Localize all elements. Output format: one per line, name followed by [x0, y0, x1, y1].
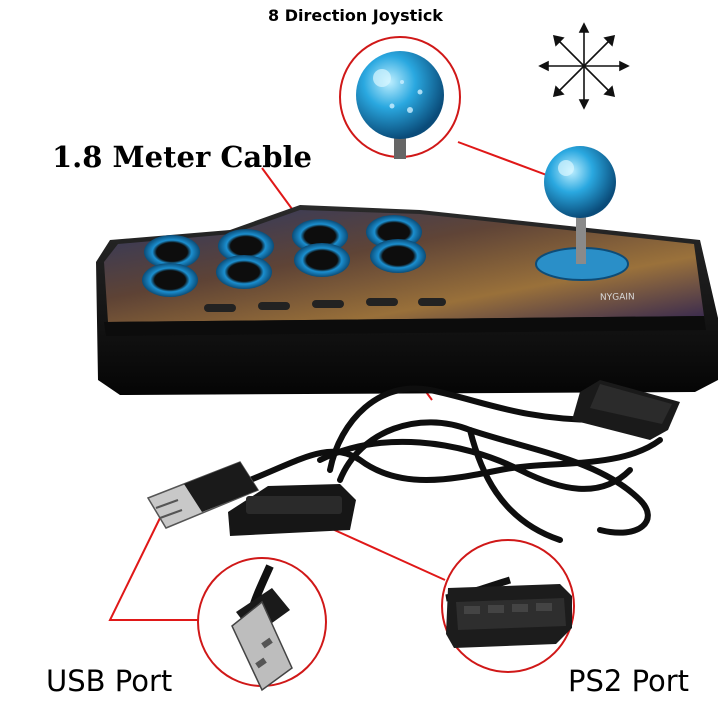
ps2-closeup-circle	[441, 539, 575, 673]
usb-port-label: USB Port	[46, 664, 173, 698]
joystick-label: 8 Direction Joystick	[268, 6, 443, 25]
cable-label: 1.8 Meter Cable	[52, 140, 312, 174]
case-print: NYGAIN	[600, 292, 635, 303]
ps2-connector-small	[572, 380, 680, 440]
joystick-closeup-circle	[339, 36, 461, 159]
action-buttons	[142, 215, 446, 312]
usb-plug	[146, 461, 260, 529]
ps2-plug	[228, 484, 356, 536]
ps2-port-label: PS2 Port	[568, 664, 690, 698]
arcade-controller: NYGAIN	[96, 146, 718, 395]
direction-arrows-icon	[538, 22, 630, 110]
cable	[247, 385, 663, 543]
joystick	[535, 146, 629, 281]
usb-closeup-circle	[197, 557, 327, 692]
